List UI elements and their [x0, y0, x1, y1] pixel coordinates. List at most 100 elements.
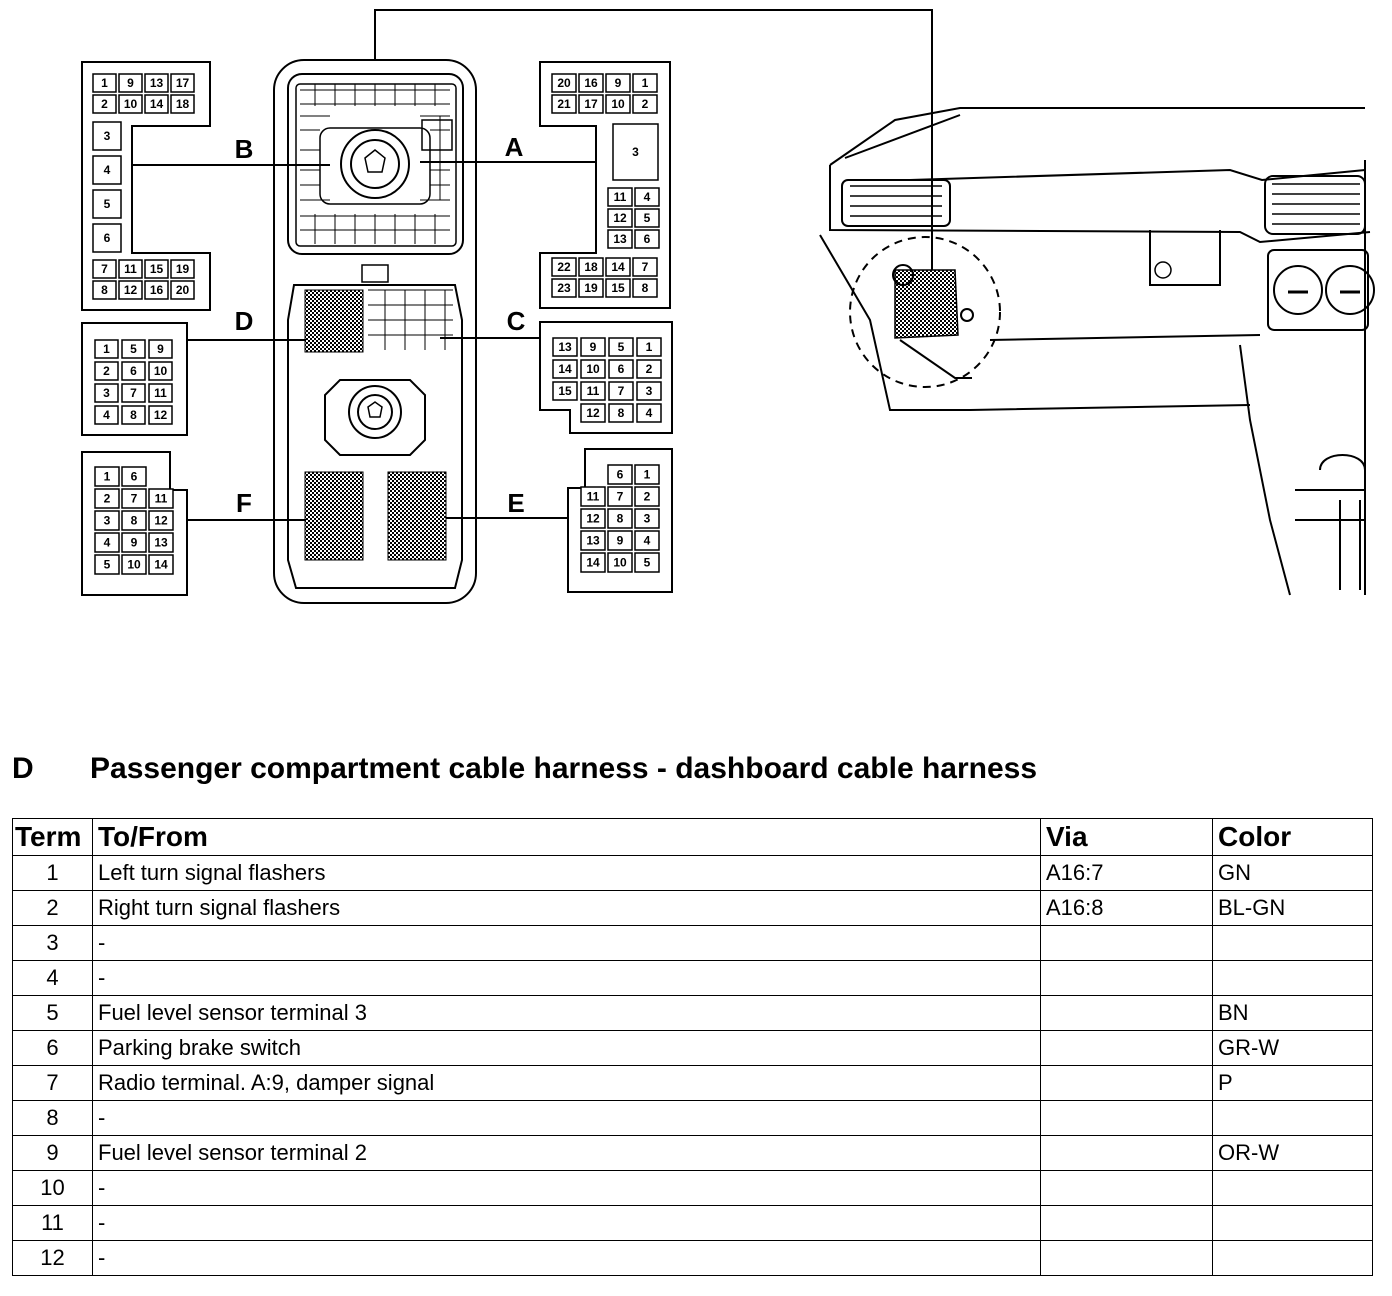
connector-b-pin-label: 13	[150, 76, 164, 90]
connector-d-cell	[148, 405, 173, 425]
connector-b-cell	[118, 73, 143, 93]
connector-c-cell	[580, 337, 606, 357]
header-via: Via	[1040, 818, 1213, 856]
tofrom-cell: -	[92, 960, 1041, 996]
connector-b-pin-label: 5	[104, 197, 111, 211]
connector-d-cell	[121, 339, 146, 359]
connector-b-pin-label: 11	[124, 262, 137, 276]
connector-f-pin-label: 11	[155, 492, 168, 506]
connector-a-cell	[607, 229, 633, 249]
connector-d-pin-label: 6	[130, 364, 137, 378]
connector-b-cell	[92, 121, 122, 151]
color-cell	[1212, 1240, 1373, 1276]
color-cell: OR-W	[1212, 1135, 1373, 1171]
connector-b-pin-label: 17	[176, 76, 190, 90]
connector-c-pin-label: 3	[646, 384, 653, 398]
connector-f-pin-label: 3	[104, 514, 111, 528]
connector-d-pin-label: 4	[103, 408, 110, 422]
color-cell: GR-W	[1212, 1030, 1373, 1066]
connector-c-pin-label: 6	[618, 362, 625, 376]
connector-e-cell	[607, 464, 633, 485]
connector-a-pin-label: 2	[642, 97, 649, 111]
connector-a-cell	[605, 73, 631, 93]
connector-c-cell	[636, 337, 662, 357]
connector-d-pin-label: 5	[130, 342, 137, 356]
connector-f-pin-label: 10	[127, 558, 141, 572]
connector-f-cell	[94, 532, 120, 553]
connector-a-pin-label: 23	[557, 281, 571, 295]
term-cell: 6	[12, 1030, 93, 1066]
connector-c-pin-label: 2	[646, 362, 653, 376]
connector-c-cell	[552, 359, 578, 379]
connector-a-cell	[634, 229, 660, 249]
connector-b-cell	[170, 280, 195, 300]
connector-e-pin-label: 3	[644, 512, 651, 526]
connector-b-cell	[170, 259, 195, 279]
connector-d-cell	[148, 383, 173, 403]
color-cell: BN	[1212, 995, 1373, 1031]
connector-c-pin-label: 1	[646, 340, 653, 354]
connector-e-cell	[580, 486, 606, 507]
connector-d-cell	[121, 361, 146, 381]
connector-b-cell	[92, 280, 117, 300]
connector-a-cell	[634, 187, 660, 207]
connector-f-pin-label: 1	[104, 470, 111, 484]
connector-b-cell	[118, 94, 143, 114]
connector-a-pin-label: 15	[611, 281, 625, 295]
central-junction-housing	[273, 59, 477, 604]
connector-c-pin-label: 15	[558, 384, 572, 398]
term-cell: 5	[12, 995, 93, 1031]
connector-d-cell	[121, 405, 146, 425]
connector-a-cell	[612, 123, 659, 181]
connector-b-pin-label: 15	[150, 262, 164, 276]
tofrom-cell: -	[92, 1100, 1041, 1136]
connector-d-cell	[94, 339, 119, 359]
connector-c-cell	[552, 381, 578, 401]
term-cell: 9	[12, 1135, 93, 1171]
connector-a-cell	[551, 94, 577, 114]
connector-c-cell	[608, 381, 634, 401]
connector-a-pin-label: 12	[613, 211, 627, 225]
connector-a-pin-label: 13	[613, 232, 627, 246]
connector-a-cell	[578, 73, 604, 93]
connector-e-cell	[607, 486, 633, 507]
connector-a-pin-label: 9	[615, 76, 622, 90]
connector-d-pin-label: 2	[103, 364, 110, 378]
connector-b-pin-label: 18	[176, 97, 190, 111]
connector-f-cell	[148, 532, 174, 553]
connector-b-pin-label: 12	[124, 283, 138, 297]
connector-f-cell	[148, 554, 174, 575]
connector-c-cell	[580, 359, 606, 379]
connector-a-pin-label: 21	[557, 97, 571, 111]
via-cell: A16:8	[1040, 890, 1213, 926]
connector-a-pin-label: 8	[642, 281, 649, 295]
tofrom-cell: Radio terminal. A:9, damper signal	[92, 1065, 1041, 1101]
term-cell: 12	[12, 1240, 93, 1276]
connector-c-pin-label: 14	[558, 362, 572, 376]
table-row: 12-	[12, 1240, 1373, 1276]
connector-e-pin-label: 9	[617, 534, 624, 548]
connector-b-cell	[144, 94, 169, 114]
connector-e-pin-label: 6	[617, 468, 624, 482]
connector-a-cell	[578, 278, 604, 298]
connector-f-cell	[94, 466, 120, 487]
tofrom-cell: Parking brake switch	[92, 1030, 1041, 1066]
connector-d-cell	[148, 361, 173, 381]
connector-e-cell	[634, 552, 660, 573]
color-cell: GN	[1212, 855, 1373, 891]
connector-a-cell	[578, 257, 604, 277]
term-cell: 3	[12, 925, 93, 961]
connector-d-pin-label: 9	[157, 342, 164, 356]
connector-b-pin-label: 8	[101, 283, 108, 297]
connector-label-f: F	[236, 488, 252, 518]
term-cell: 4	[12, 960, 93, 996]
color-cell: P	[1212, 1065, 1373, 1101]
connector-a-pin-label: 16	[584, 76, 598, 90]
color-cell: BL-GN	[1212, 890, 1373, 926]
via-cell	[1040, 925, 1213, 961]
tofrom-cell: -	[92, 925, 1041, 961]
connector-b-pin-label: 16	[150, 283, 164, 297]
